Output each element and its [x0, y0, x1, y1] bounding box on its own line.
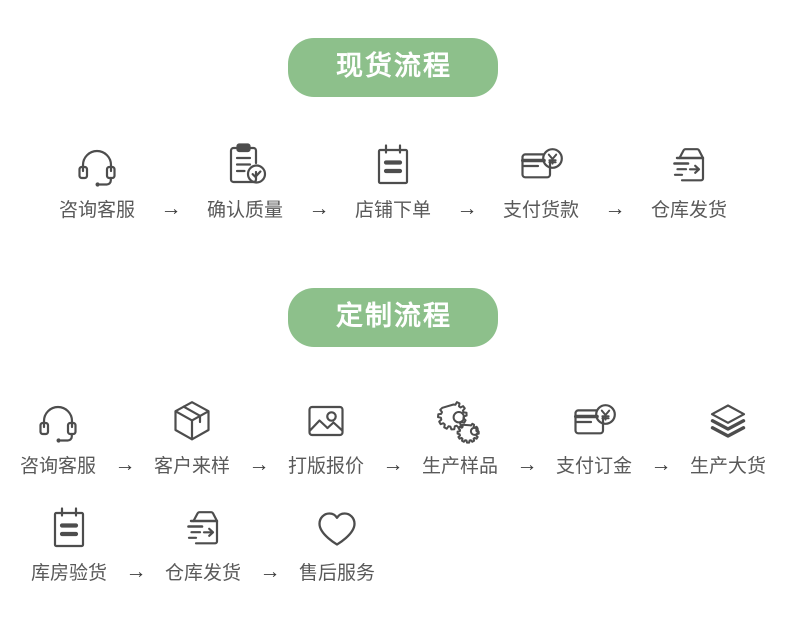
- step-consult-service[interactable]: 咨询客服: [5, 393, 111, 476]
- notepad-order-icon: [372, 137, 414, 193]
- step-warehouse-shipping[interactable]: 仓库发货: [637, 137, 741, 220]
- custom-flow-row-1: 咨询客服 → 客户来样 →: [0, 393, 786, 476]
- card-yuan-icon: [569, 393, 619, 449]
- step-label: 库房验货: [30, 563, 107, 584]
- package-box-icon: [169, 393, 215, 449]
- step-label: 客户来样: [153, 456, 230, 477]
- gears-icon: [434, 393, 486, 449]
- step-produce-sample[interactable]: 生产样品: [407, 393, 513, 476]
- step-consult-service[interactable]: 咨询客服: [45, 137, 149, 220]
- step-bulk-production[interactable]: 生产大货: [675, 393, 781, 476]
- step-label: 生产大货: [689, 456, 766, 477]
- step-warehouse-inspection[interactable]: 库房验货: [16, 500, 122, 583]
- spot-process-badge: 现货流程: [288, 38, 498, 97]
- flow-arrow: →: [516, 453, 538, 476]
- flow-arrow: →: [248, 453, 270, 476]
- headset-icon: [34, 393, 82, 449]
- step-warehouse-shipping[interactable]: 仓库发货: [150, 500, 256, 583]
- step-label: 仓库发货: [164, 563, 241, 584]
- step-pay-goods[interactable]: 支付货款: [489, 137, 593, 220]
- flow-arrow: →: [160, 197, 182, 220]
- flow-arrow: →: [456, 197, 478, 220]
- image-picture-icon: [303, 393, 349, 449]
- headset-icon: [73, 137, 121, 193]
- step-confirm-quality[interactable]: 确认质量: [193, 137, 297, 220]
- section-spot-process: 现货流程 咨询客服 →: [0, 0, 786, 220]
- step-place-order[interactable]: 店铺下单: [341, 137, 445, 220]
- step-label: 咨询客服: [58, 200, 135, 221]
- step-label: 生产样品: [421, 456, 498, 477]
- flow-arrow: →: [125, 560, 147, 583]
- flow-arrow: →: [604, 197, 626, 220]
- step-label: 支付订金: [555, 456, 632, 477]
- step-label: 确认质量: [206, 200, 283, 221]
- step-label: 打版报价: [287, 456, 364, 477]
- box-shipping-icon: [180, 500, 226, 556]
- step-label: 店铺下单: [354, 200, 431, 221]
- flow-arrow: →: [382, 453, 404, 476]
- clipboard-check-icon: [222, 137, 268, 193]
- step-after-sales-service[interactable]: 售后服务: [284, 500, 390, 583]
- custom-process-badge: 定制流程: [288, 288, 498, 347]
- step-label: 仓库发货: [650, 200, 727, 221]
- card-yuan-icon: [516, 137, 566, 193]
- step-customer-sample[interactable]: 客户来样: [139, 393, 245, 476]
- step-sample-quotation[interactable]: 打版报价: [273, 393, 379, 476]
- custom-flow-row-2: 库房验货 → 仓库发货: [0, 500, 786, 583]
- layers-stack-icon: [705, 393, 751, 449]
- notepad-order-icon: [48, 500, 90, 556]
- custom-title-wrap: 定制流程: [0, 220, 786, 347]
- flow-arrow: →: [650, 453, 672, 476]
- step-pay-deposit[interactable]: 支付订金: [541, 393, 647, 476]
- heart-icon: [313, 500, 361, 556]
- step-label: 售后服务: [298, 563, 375, 584]
- spot-flow-row: 咨询客服 → 确认质量: [0, 137, 786, 220]
- flow-arrow: →: [308, 197, 330, 220]
- box-shipping-icon: [666, 137, 712, 193]
- section-custom-process: 定制流程 咨询客服 →: [0, 220, 786, 583]
- step-label: 咨询客服: [19, 456, 96, 477]
- flow-arrow: →: [114, 453, 136, 476]
- flow-arrow: →: [259, 560, 281, 583]
- step-label: 支付货款: [502, 200, 579, 221]
- spot-title-wrap: 现货流程: [0, 0, 786, 97]
